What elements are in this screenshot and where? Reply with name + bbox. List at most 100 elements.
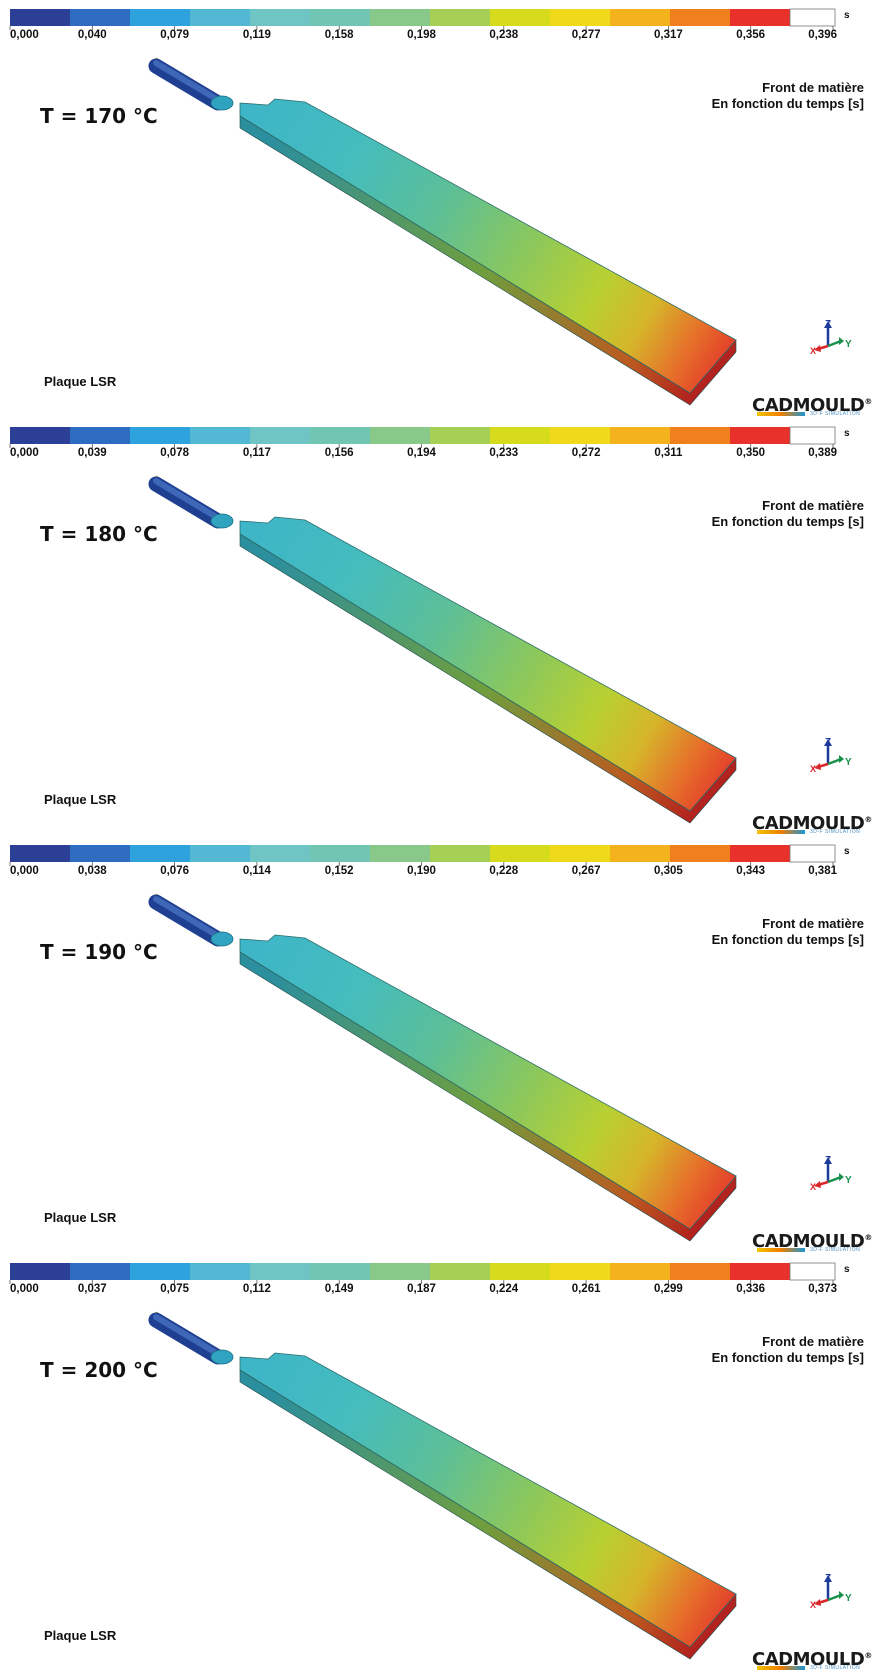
scale-segment [670,1263,731,1280]
logo-wordmark: CADMOULD® [752,395,872,416]
axis-z-label: Z [825,1155,831,1166]
result-title-line-1: Front de matière [762,1334,864,1349]
result-title-line-1: Front de matière [762,916,864,931]
scale-unit-box [789,426,836,445]
panel-graphics [9,426,836,824]
plate-part [239,98,737,406]
scale-segment [130,1263,191,1280]
plate-part [239,934,737,1242]
scale-segment [190,1263,251,1280]
temperature-label: T = 180 °C [40,522,158,546]
scale-segment [370,1263,431,1280]
result-title: Front de matière En fonction du temps [s… [712,916,864,948]
scale-tick-label: 0,114 [242,865,271,877]
logo-wordmark: CADMOULD® [752,1649,872,1670]
sprue-runner [148,1312,234,1365]
axis-x-label: X [810,1182,816,1192]
scale-tick-label: 0,356 [736,29,766,41]
sprue-runner [148,58,234,111]
scale-segment [70,9,131,26]
axis-triad-icon: Z Y X [810,1155,852,1192]
scale-segment [130,9,191,26]
axis-y-label: Y [845,757,852,768]
scale-segment [370,9,431,26]
scale-tick-label: 0,224 [489,1283,519,1295]
scale-tick-label: 0,040 [77,29,107,41]
scale-unit-box [789,844,836,863]
scale-tick-label: 0,350 [736,447,766,459]
scale-segment [670,9,731,26]
axis-x-label: X [810,346,816,356]
scale-segment [490,845,551,862]
result-title-line-1: Front de matière [762,80,864,95]
scale-segment [550,1263,611,1280]
scale-segment [250,845,311,862]
scale-segment [730,1263,791,1280]
scale-tick-label: 0,389 [808,447,837,459]
axis-x-label: X [810,1600,816,1610]
scale-segment [190,845,251,862]
scale-unit: s [844,846,850,857]
logo-color-bar [757,830,805,834]
temperature-label: T = 170 °C [40,104,158,128]
scale-unit: s [844,10,850,21]
result-title: Front de matière En fonction du temps [s… [712,1334,864,1366]
scale-segment [730,845,791,862]
scale-tick-label: 0,037 [77,1283,107,1295]
logo-color-bar [757,412,805,416]
scale-unit: s [844,428,850,439]
result-title: Front de matière En fonction du temps [s… [712,80,864,112]
scale-tick-label: 0,336 [736,1283,766,1295]
scale-tick-label: 0,343 [736,865,766,877]
scale-tick-label: 0,000 [10,29,39,41]
scale-tick-label: 0,156 [324,447,354,459]
scale-segment [10,9,71,26]
scale-tick-label: 0,039 [77,447,107,459]
scale-segment [430,1263,491,1280]
logo-subtitle: 3D-F SIMULATION [810,829,861,835]
cadmould-logo: CADMOULD® 3D-F SIMULATION [752,813,890,836]
scale-tick-label: 0,149 [324,1283,354,1295]
scale-tick-label: 0,194 [407,447,436,459]
scale-tick-label: 0,158 [324,29,354,41]
scale-segment [730,427,791,444]
logo-subtitle: 3D-F SIMULATION [810,411,861,417]
scale-tick-label: 0,396 [808,29,837,41]
panel-graphics [9,8,836,406]
panel-graphics [9,1262,836,1660]
axis-z-label: Z [825,1573,831,1584]
scale-unit: s [844,1264,850,1275]
scale-tick-label: 0,233 [489,447,519,459]
scale-tick-label: 0,000 [10,447,39,459]
sprue-runner [148,894,234,947]
logo-registered-mark: ® [864,1233,872,1242]
axis-triad-icon: Z Y X [810,1573,852,1610]
logo-subtitle: 3D-F SIMULATION [810,1247,861,1253]
scale-segment [490,1263,551,1280]
logo-name: CADMOULD [752,813,865,834]
scale-segment [190,9,251,26]
result-title-line-2: En fonction du temps [s] [711,1350,864,1365]
logo-color-bar [757,1248,805,1252]
plate-part [239,1352,737,1660]
scale-segment [610,845,671,862]
scale-tick-label: 0,373 [808,1283,837,1295]
logo-registered-mark: ® [864,815,872,824]
scale-segment [10,1263,71,1280]
scale-tick-label: 0,000 [10,865,39,877]
scale-segment [370,427,431,444]
result-title-line-2: En fonction du temps [s] [711,96,864,111]
scale-tick-label: 0,277 [571,29,601,41]
scale-tick-label: 0,112 [242,1283,271,1295]
axis-y-label: Y [845,1175,852,1186]
scale-tick-label: 0,317 [654,29,683,41]
scale-tick-label: 0,190 [407,865,436,877]
result-title-line-2: En fonction du temps [s] [711,514,864,529]
scale-segment [10,427,71,444]
logo-name: CADMOULD [752,395,865,416]
part-label: Plaque LSR [44,792,117,807]
cadmould-logo: CADMOULD® 3D-F SIMULATION [752,1231,890,1254]
logo-name: CADMOULD [752,1231,865,1252]
